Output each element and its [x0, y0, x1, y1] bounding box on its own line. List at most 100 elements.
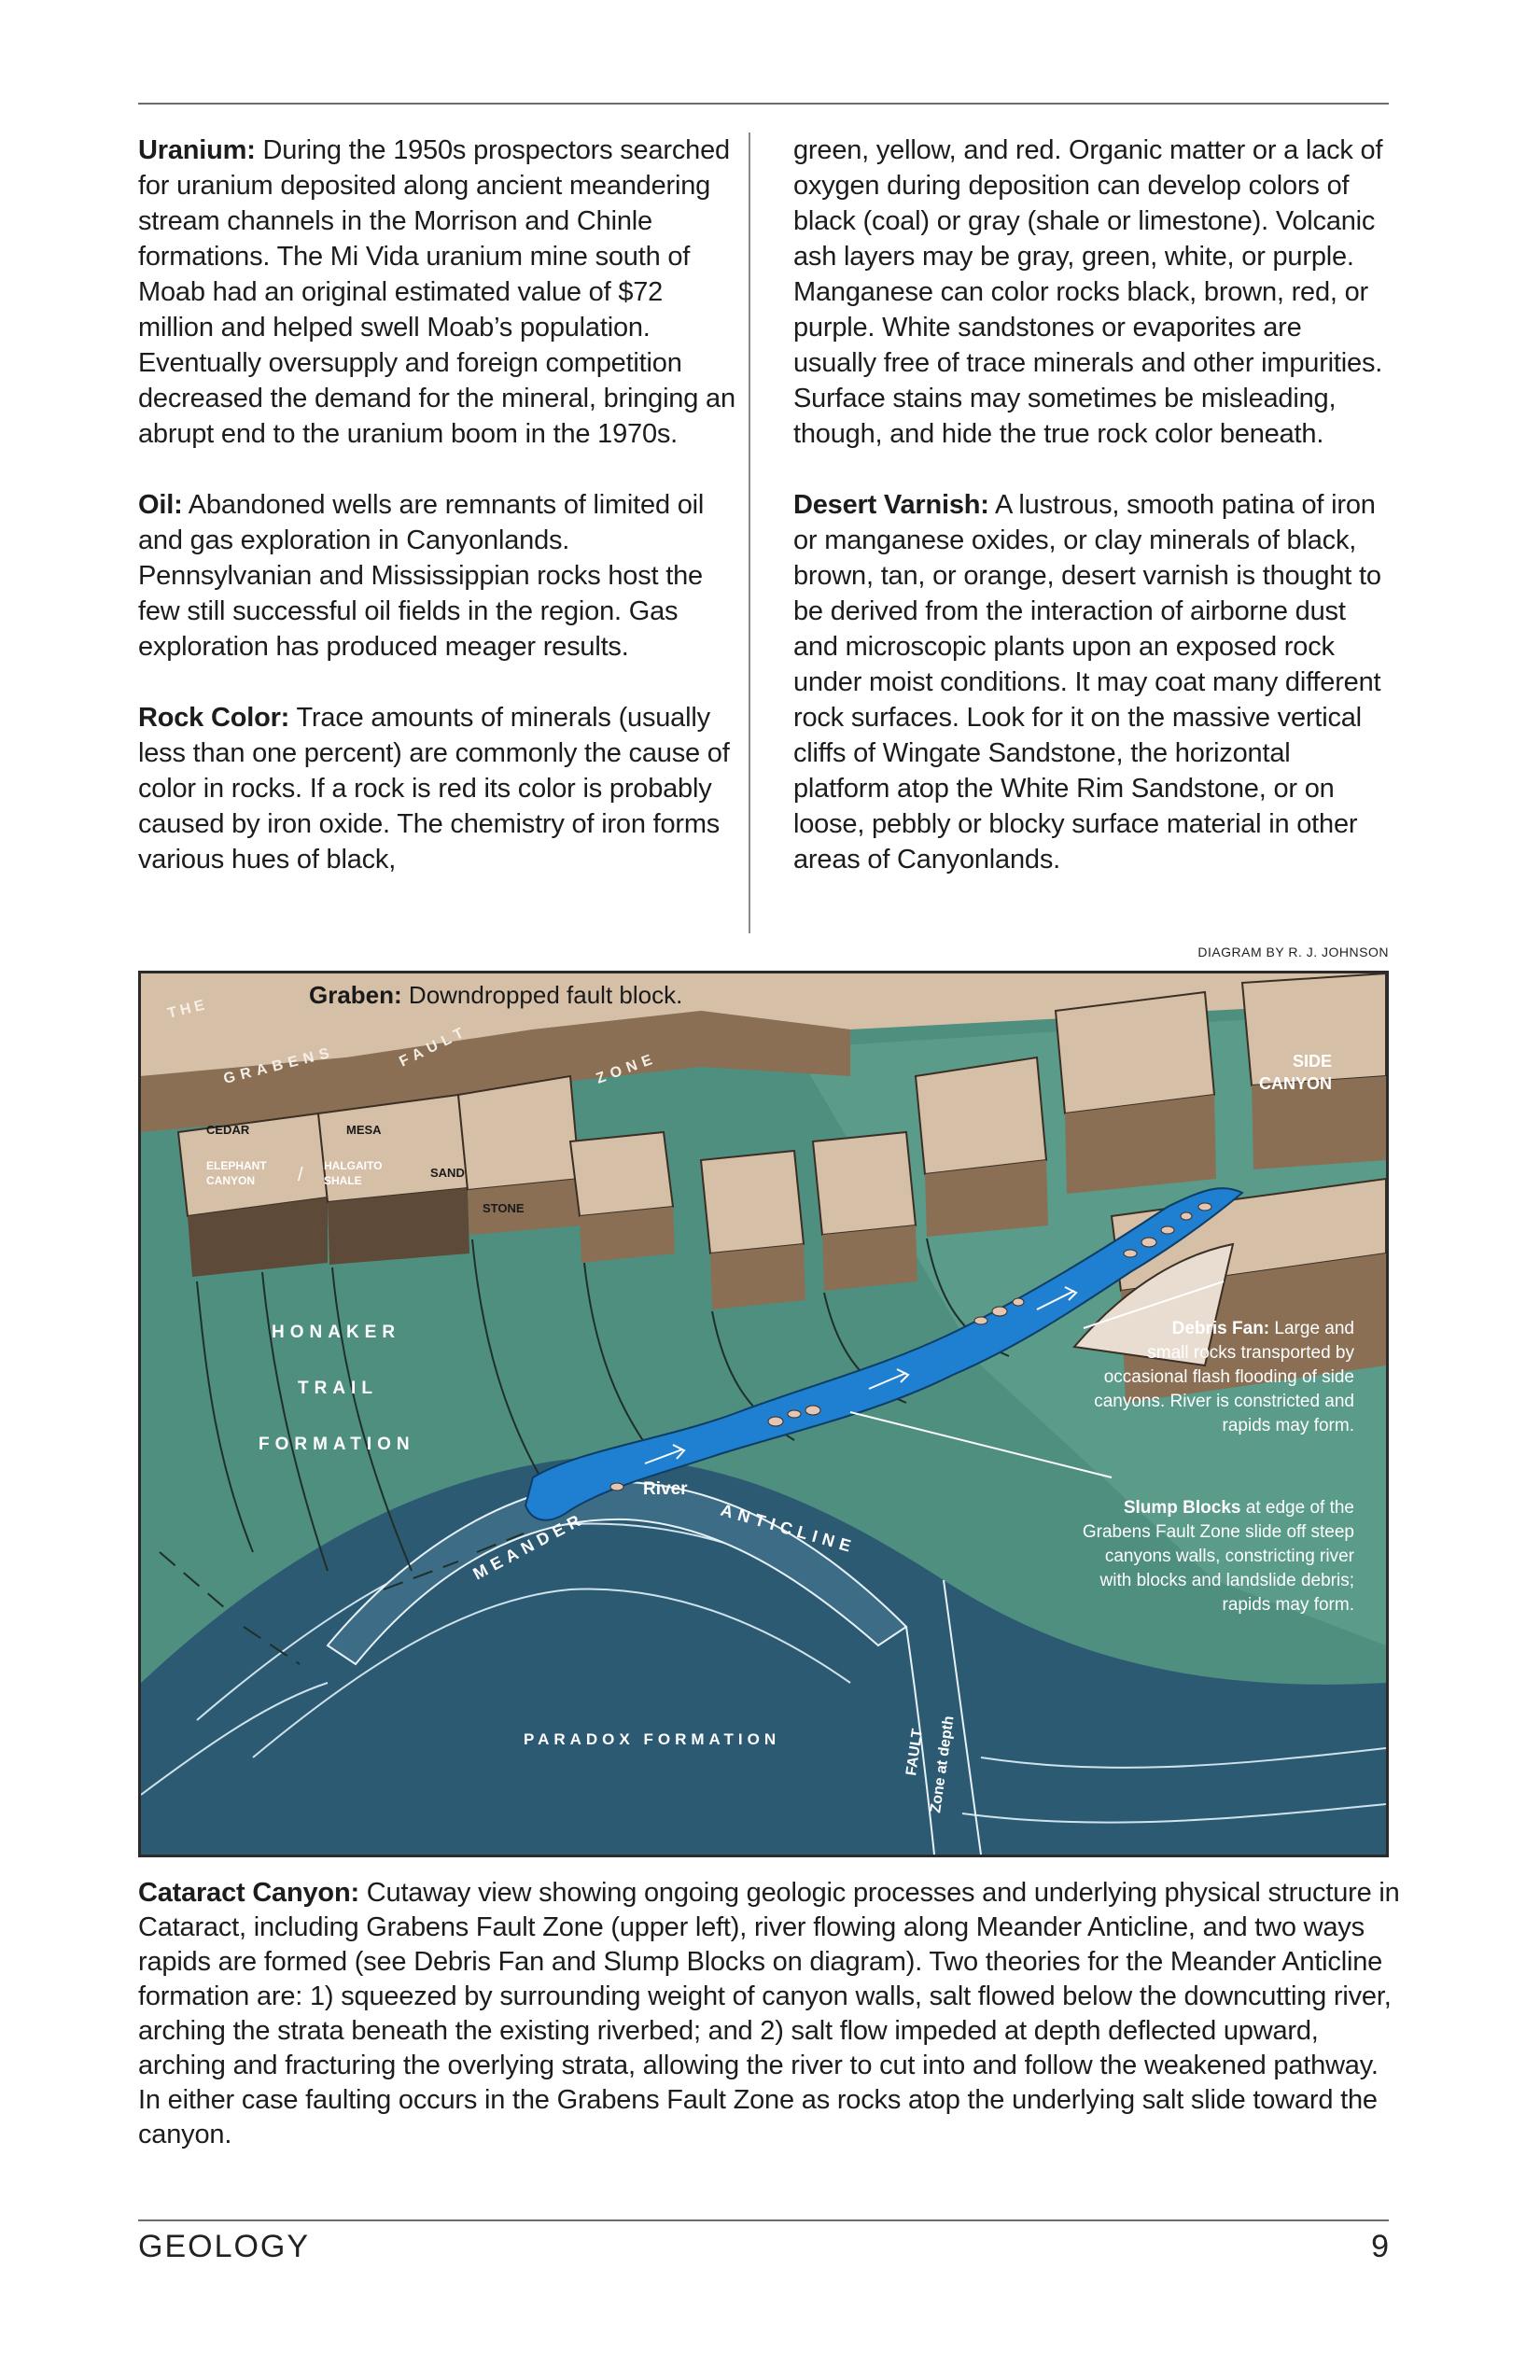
- bottom-rule: [138, 2219, 1389, 2221]
- label-elephant-canyon: CANYON: [206, 1174, 255, 1187]
- paradox-line-4: [961, 1803, 1386, 1824]
- block-center-2: [811, 1130, 917, 1237]
- label-sand: SAND: [430, 1166, 465, 1180]
- slump-line-5: rapids may form.: [1223, 1595, 1354, 1615]
- paradox-line-3: [980, 1747, 1386, 1769]
- debris-line-4: canyons. River is constricted and: [1094, 1392, 1354, 1411]
- fault-line-3: [331, 1267, 413, 1572]
- fault-line-2: [261, 1271, 329, 1572]
- graben-label: Graben: Downdropped fault block.: [309, 981, 682, 1009]
- svg-text:Slump Blocks at edge of the: Slump Blocks at edge of the: [1124, 1498, 1354, 1518]
- slump-leader: [849, 1411, 1113, 1478]
- slump-line-3: canyons walls, constricting river: [1105, 1547, 1355, 1566]
- debris-line-1: Large and: [1269, 1319, 1354, 1338]
- footer-section-title: GEOLOGY: [138, 2229, 311, 2264]
- svg-text:Debris Fan: Large and: Debris Fan: Large and: [1172, 1319, 1354, 1338]
- text-desert-varnish: A lustrous, smooth patina of iron or man…: [793, 490, 1381, 875]
- slump-line-1: at edge of the: [1241, 1498, 1355, 1518]
- block-stone-face: [580, 1207, 675, 1263]
- fault-depth-line-2: [905, 1626, 935, 1855]
- paradox-line-5: [141, 1682, 329, 1796]
- label-side: SIDE: [1293, 1052, 1332, 1071]
- figure-caption: Cataract Canyon: Cutaway view showing on…: [138, 1876, 1407, 2152]
- debris-line-3: occasional flash flooding of side: [1104, 1367, 1354, 1387]
- caption-text: Cutaway view showing ongoing geologic pr…: [138, 1878, 1400, 2149]
- diagram-credit: DIAGRAM BY R. J. JOHNSON: [1197, 945, 1389, 959]
- fault-line-4: [471, 1239, 553, 1497]
- block-cedar-face: [188, 1197, 328, 1277]
- dashed-fault-1: [159, 1551, 301, 1665]
- plateau-top: [141, 973, 1386, 1076]
- debris-fan-note: Debris Fan: Large and small rocks transp…: [1094, 1319, 1354, 1435]
- paragraph-oil: Oil: Abandoned wells are remnants of lim…: [138, 487, 735, 665]
- heading-uranium: Uranium:: [138, 135, 256, 165]
- debris-line-5: rapids may form.: [1223, 1416, 1354, 1435]
- block-center-2-face: [822, 1225, 917, 1291]
- debris-line-2: small rocks transported by: [1147, 1343, 1354, 1363]
- block-center-3-face: [925, 1160, 1048, 1237]
- paragraph-uranium: Uranium: During the 1950s prospectors se…: [138, 133, 735, 452]
- label-canyon: CANYON: [1259, 1074, 1332, 1093]
- caption-heading: Cataract Canyon:: [138, 1878, 359, 1908]
- label-trail: TRAIL: [298, 1379, 378, 1398]
- label-cedar: CEDAR: [206, 1123, 250, 1137]
- block-sand-face: [468, 1179, 581, 1235]
- river-arrow-2: [868, 1368, 910, 1390]
- slump-heading: Slump Blocks: [1124, 1498, 1241, 1518]
- plateau-band: [141, 1011, 850, 1132]
- dashed-fault-2: [383, 1533, 525, 1590]
- right-column: green, yellow, and red. Organic matter o…: [793, 133, 1391, 913]
- label-stone: STONE: [483, 1201, 525, 1215]
- block-right-2-face: [1252, 1076, 1386, 1169]
- paragraph-rock-color-cont: green, yellow, and red. Organic matter o…: [793, 133, 1391, 452]
- heading-rock-color: Rock Color:: [138, 703, 290, 733]
- text-uranium: During the 1950s prospectors searched fo…: [138, 135, 735, 449]
- slump-rocks: [609, 1202, 1212, 1491]
- cataract-canyon-diagram: Graben: Downdropped fault block. THE GRA…: [138, 971, 1389, 1857]
- paradox-line-2: [252, 1588, 851, 1758]
- river-arrow-1: [644, 1444, 686, 1464]
- text-rock-color: Trace amounts of minerals (usually less …: [138, 703, 730, 875]
- paragraph-rock-color: Rock Color: Trace amounts of minerals (u…: [138, 700, 735, 877]
- label-river: River: [643, 1479, 688, 1499]
- label-paradox: PARADOX FORMATION: [524, 1730, 780, 1748]
- block-right-1-face: [1065, 1095, 1216, 1194]
- graben-text: Downdropped fault block.: [402, 981, 683, 1009]
- block-mesa-face: [328, 1188, 469, 1265]
- label-halgaito: HALGAITO: [324, 1159, 382, 1172]
- label-fault-depth: FAULT: [903, 1728, 926, 1776]
- block-center-1: [699, 1149, 805, 1255]
- block-center-1-face: [710, 1244, 805, 1309]
- paragraph-desert-varnish: Desert Varnish: A lustrous, smooth patin…: [793, 487, 1391, 877]
- block-sand: [456, 1074, 581, 1192]
- text-rock-color-cont: green, yellow, and red. Organic matter o…: [793, 135, 1383, 449]
- block-right-1: [1054, 990, 1216, 1115]
- label-slash: /: [298, 1165, 303, 1185]
- label-elephant: ELEPHANT: [206, 1159, 267, 1172]
- text-oil: Abandoned wells are remnants of limited …: [138, 490, 705, 662]
- fault-depth-line: [943, 1579, 982, 1855]
- block-right-2: [1240, 973, 1386, 1087]
- column-divider: [749, 133, 750, 933]
- fault-line-1: [196, 1281, 254, 1553]
- label-mesa: MESA: [346, 1123, 382, 1137]
- left-column: Uranium: During the 1950s prospectors se…: [138, 133, 735, 913]
- heading-oil: Oil:: [138, 490, 183, 520]
- block-center-3: [914, 1056, 1048, 1176]
- diagram-svg: Graben: Downdropped fault block. THE GRA…: [141, 973, 1386, 1855]
- label-honaker: HONAKER: [272, 1323, 400, 1342]
- top-rule: [138, 103, 1389, 105]
- heading-desert-varnish: Desert Varnish:: [793, 490, 989, 520]
- page-number: 9: [1371, 2229, 1389, 2264]
- debris-leader: [1083, 1281, 1225, 1329]
- block-stone: [568, 1130, 675, 1218]
- river-arrow-3: [1036, 1286, 1078, 1310]
- label-formation: FORMATION: [259, 1435, 415, 1454]
- graben-heading: Graben:: [309, 981, 402, 1009]
- slump-line-2: Grabens Fault Zone slide off steep: [1083, 1522, 1354, 1542]
- river-channel: [524, 1187, 1244, 1521]
- debris-fan-heading: Debris Fan:: [1172, 1319, 1270, 1338]
- slump-blocks-note: Slump Blocks at edge of the Grabens Faul…: [1083, 1498, 1355, 1615]
- label-shale: SHALE: [324, 1174, 362, 1187]
- slump-line-4: with blocks and landslide debris;: [1099, 1571, 1355, 1590]
